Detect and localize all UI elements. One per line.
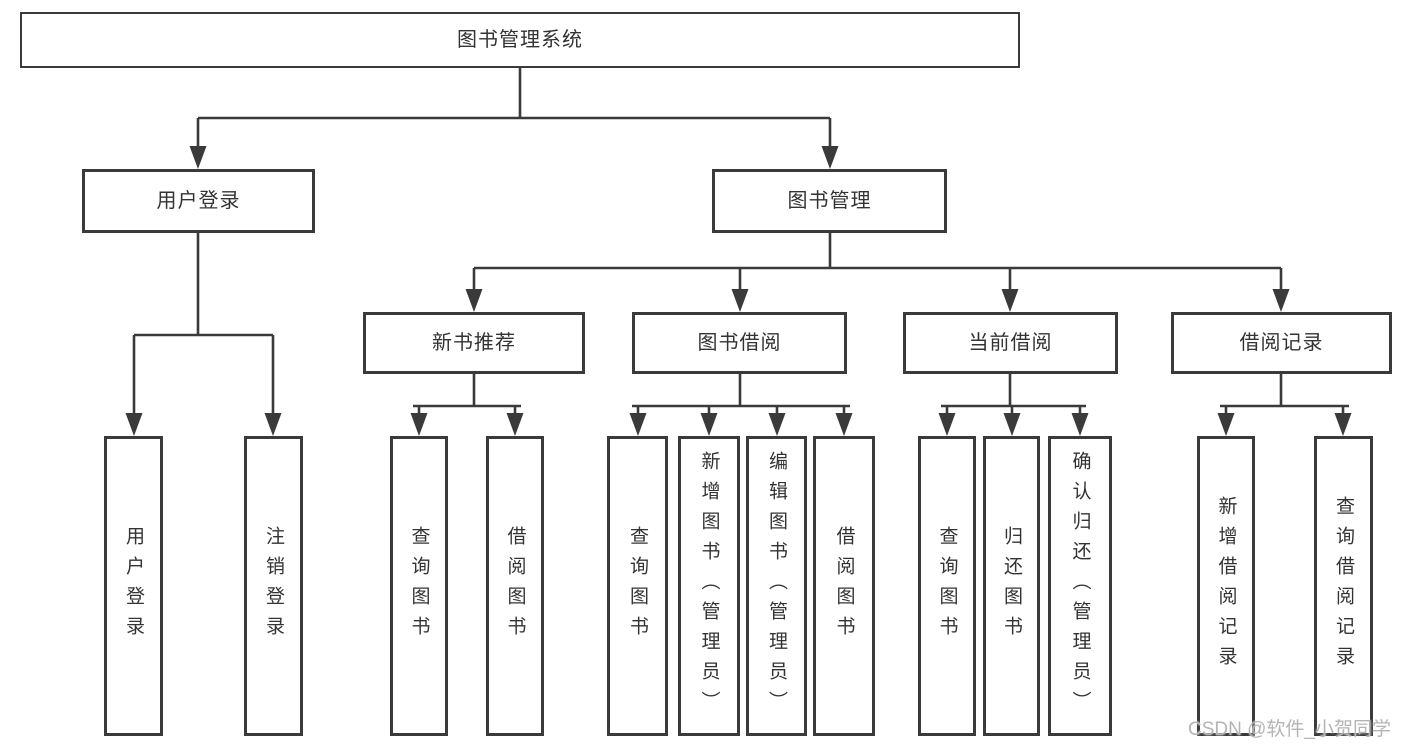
- node-book-borrowing: 图书借阅: [632, 312, 847, 374]
- node-label: 图书管理系统: [457, 29, 583, 51]
- node-leaf-query-books-borrow: 查询图书: [607, 436, 668, 736]
- node-leaf-logout: 注销登录: [244, 436, 303, 736]
- node-label: 归还图书: [1001, 526, 1022, 646]
- node-leaf-query-books-current: 查询图书: [918, 436, 976, 736]
- node-label: 用户登录: [156, 190, 241, 212]
- node-label: 注销登录: [263, 526, 284, 646]
- node-label: 查询图书: [408, 526, 430, 646]
- node-leaf-borrow-books: 借阅图书: [813, 436, 875, 736]
- node-leaf-add-borrow-record: 新增借阅记录: [1197, 436, 1255, 736]
- node-label: 当前借阅: [968, 332, 1053, 354]
- node-leaf-user-login: 用户登录: [104, 436, 163, 736]
- node-label: 图书管理: [787, 190, 872, 212]
- node-leaf-query-borrow-record: 查询借阅记录: [1314, 436, 1373, 736]
- node-current-borrowing: 当前借阅: [903, 312, 1118, 374]
- node-new-book-recommendation: 新书推荐: [363, 312, 585, 374]
- node-label: 借阅记录: [1239, 332, 1324, 354]
- node-user-login-branch: 用户登录: [82, 169, 315, 233]
- node-label: 用户登录: [123, 526, 144, 646]
- node-borrowing-records: 借阅记录: [1171, 312, 1392, 374]
- node-label: 查询图书: [627, 526, 648, 646]
- node-label: 编辑图书（管理员）: [766, 451, 787, 721]
- node-label: 新书推荐: [432, 332, 516, 354]
- csdn-watermark: CSDN @软件_小贺同学: [1188, 719, 1391, 740]
- node-label: 新增借阅记录: [1215, 496, 1237, 676]
- node-label: 查询图书: [936, 526, 958, 646]
- node-leaf-confirm-return-admin: 确认归还（管理员）: [1048, 436, 1112, 736]
- node-label: 查询借阅记录: [1333, 496, 1354, 676]
- node-leaf-return-books: 归还图书: [983, 436, 1040, 736]
- node-leaf-borrow-books-rec: 借阅图书: [486, 436, 544, 736]
- node-root-library-management-system: 图书管理系统: [20, 12, 1020, 68]
- node-book-management-branch: 图书管理: [712, 169, 947, 233]
- node-leaf-add-books-admin: 新增图书（管理员）: [678, 436, 740, 736]
- node-label: 确认归还（管理员）: [1069, 451, 1091, 721]
- node-label: 图书借阅: [697, 332, 782, 354]
- node-label: 新增图书（管理员）: [698, 451, 720, 721]
- node-label: 借阅图书: [833, 526, 855, 646]
- node-label: 借阅图书: [504, 526, 526, 646]
- node-leaf-edit-books-admin: 编辑图书（管理员）: [746, 436, 807, 736]
- node-leaf-query-books-rec: 查询图书: [390, 436, 448, 736]
